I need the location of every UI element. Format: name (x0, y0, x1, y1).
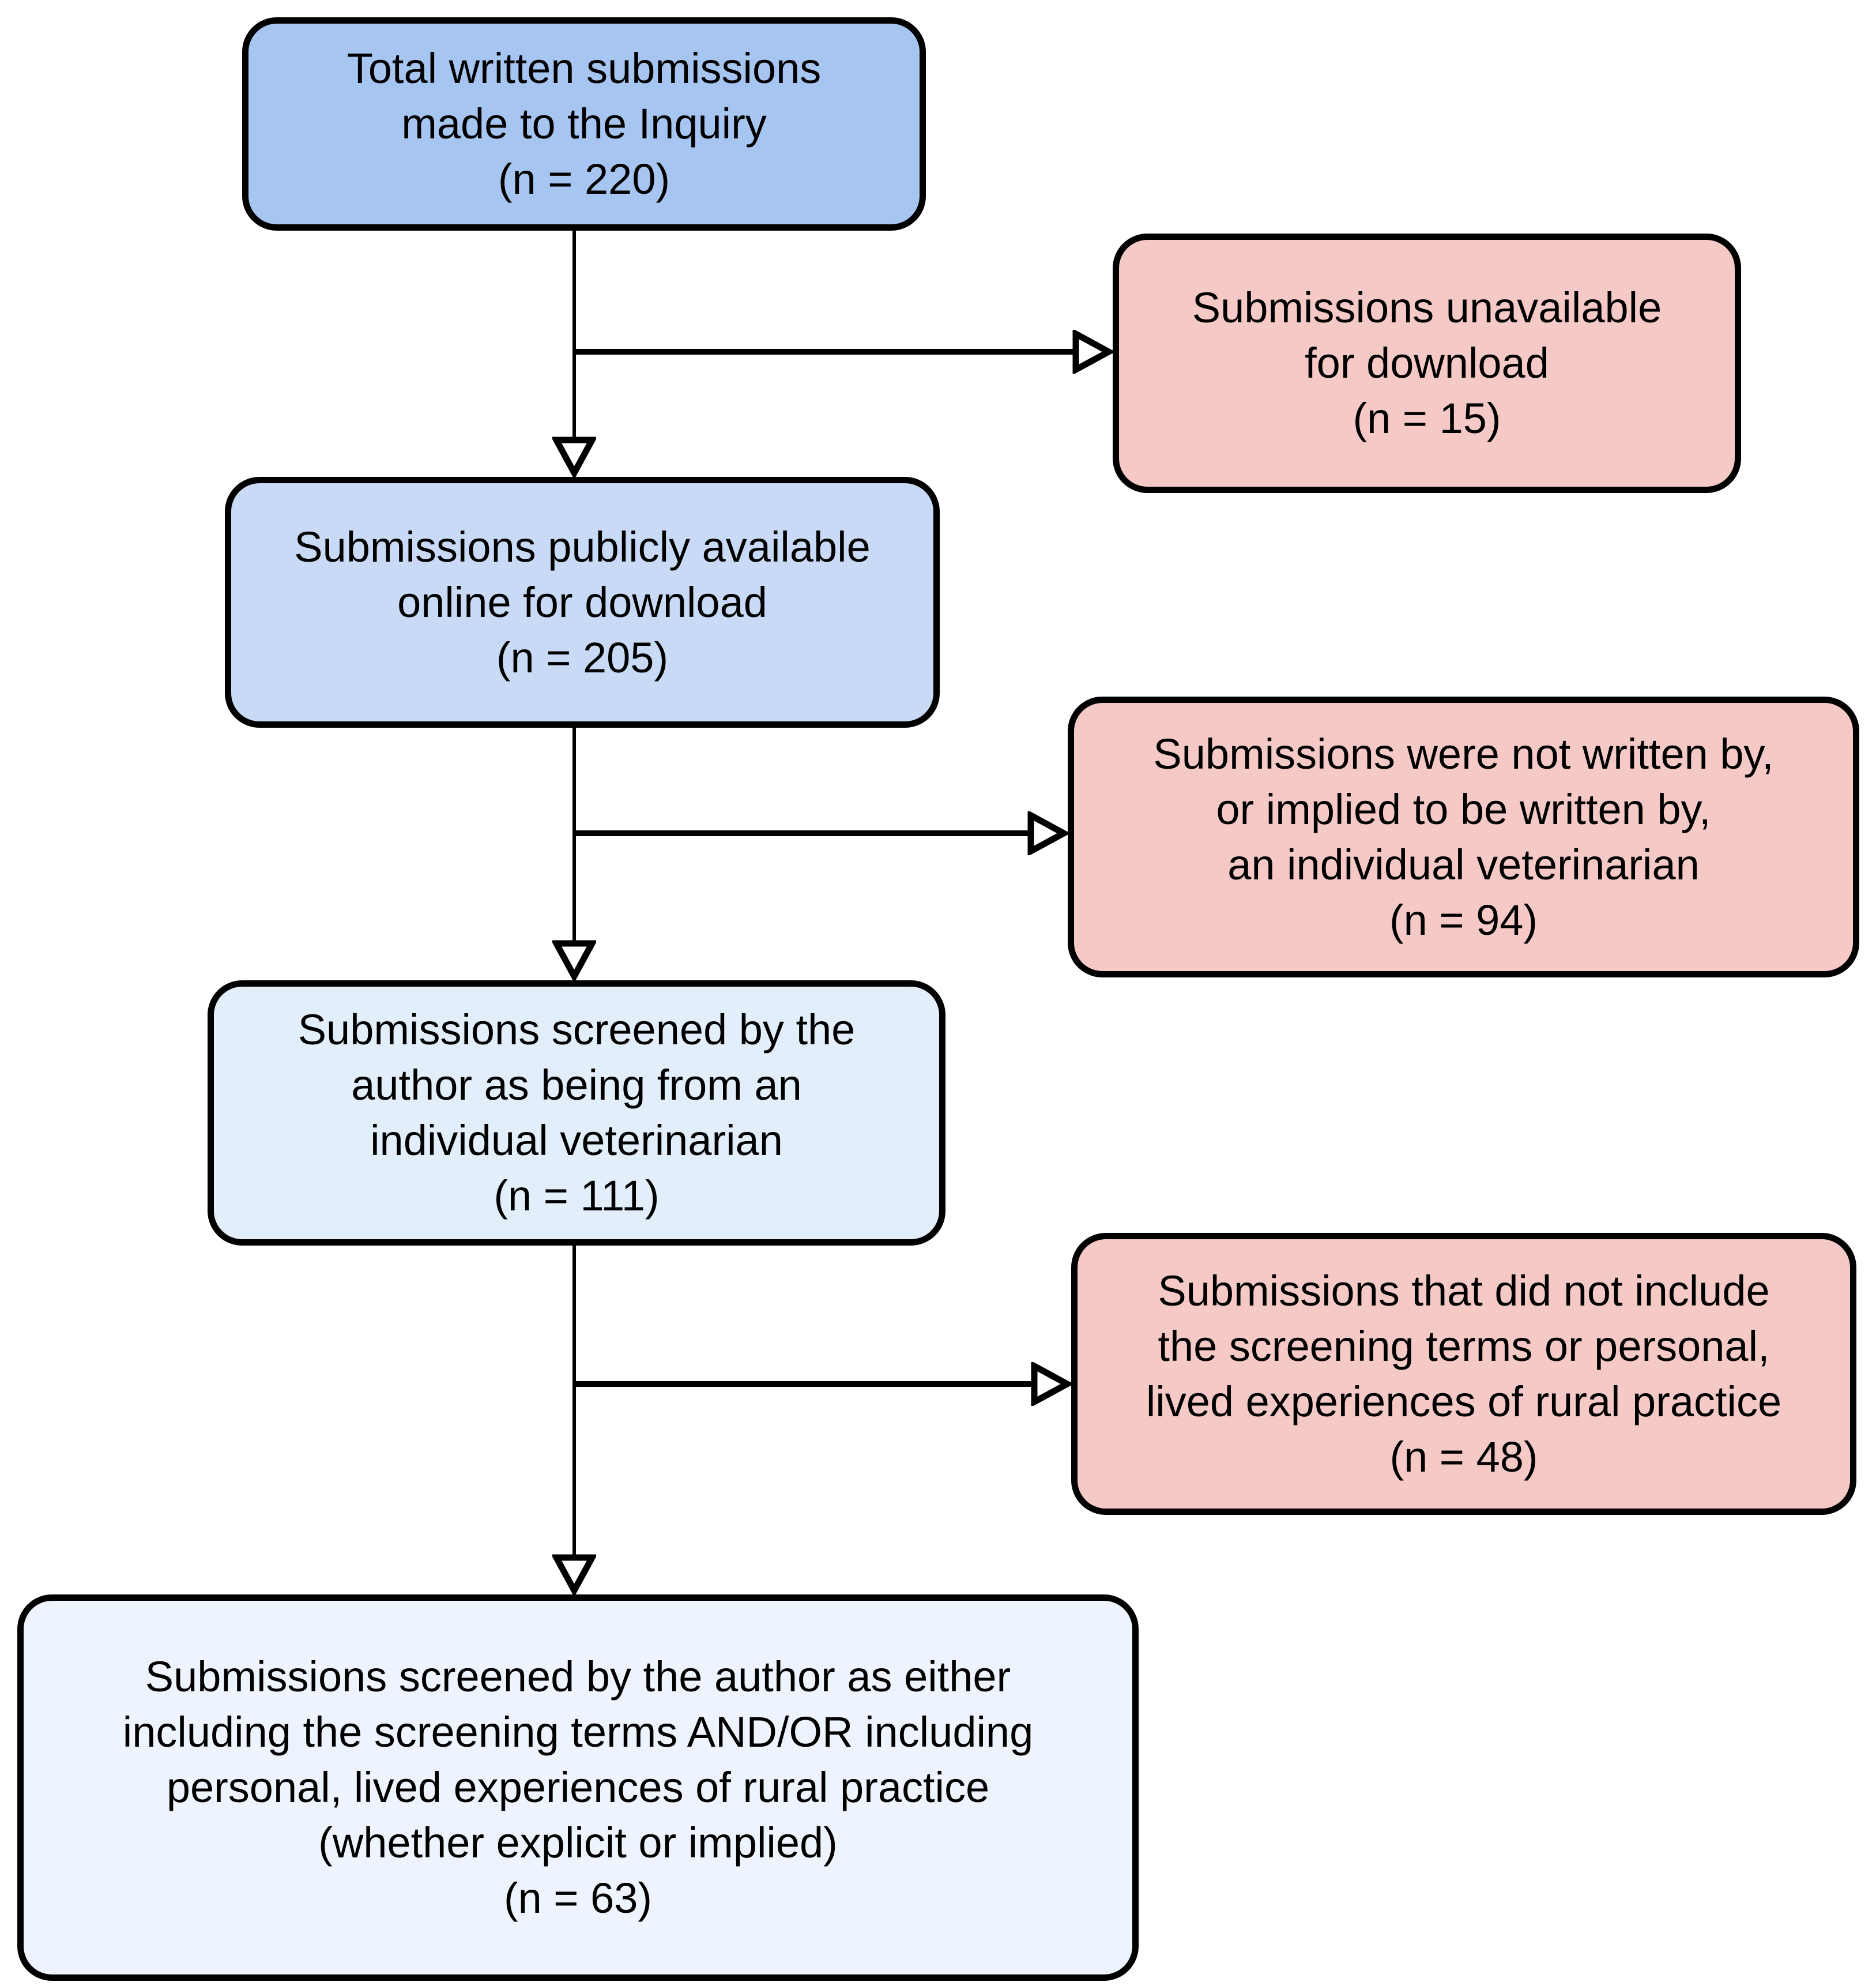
node-publicly-available: Submissions publicly available online fo… (225, 477, 940, 728)
arrowhead-down-icon (552, 1554, 596, 1594)
branch-line-1 (572, 349, 1076, 355)
flow-line-1 (572, 230, 576, 440)
node-excluded-not-individual-vet: Submissions were not written by, or impl… (1068, 697, 1859, 977)
node-final-included: Submissions screened by the author as ei… (17, 1594, 1139, 1981)
arrowhead-right-icon (1031, 1362, 1071, 1406)
arrowhead-right-icon (1027, 811, 1068, 855)
node-excluded-unavailable: Submissions unavailable for download (n … (1113, 234, 1741, 493)
arrowhead-down-icon (552, 437, 596, 477)
arrowhead-down-icon (552, 940, 596, 980)
node-screened-individual-vet: Submissions screened by the author as be… (208, 980, 945, 1246)
branch-line-3 (572, 1381, 1034, 1387)
node-total-submissions: Total written submissions made to the In… (242, 17, 926, 231)
arrowhead-right-icon (1072, 330, 1113, 374)
flow-line-3 (572, 1244, 576, 1558)
node-excluded-no-screening-terms: Submissions that did not include the scr… (1071, 1233, 1856, 1515)
branch-line-2 (572, 830, 1031, 836)
